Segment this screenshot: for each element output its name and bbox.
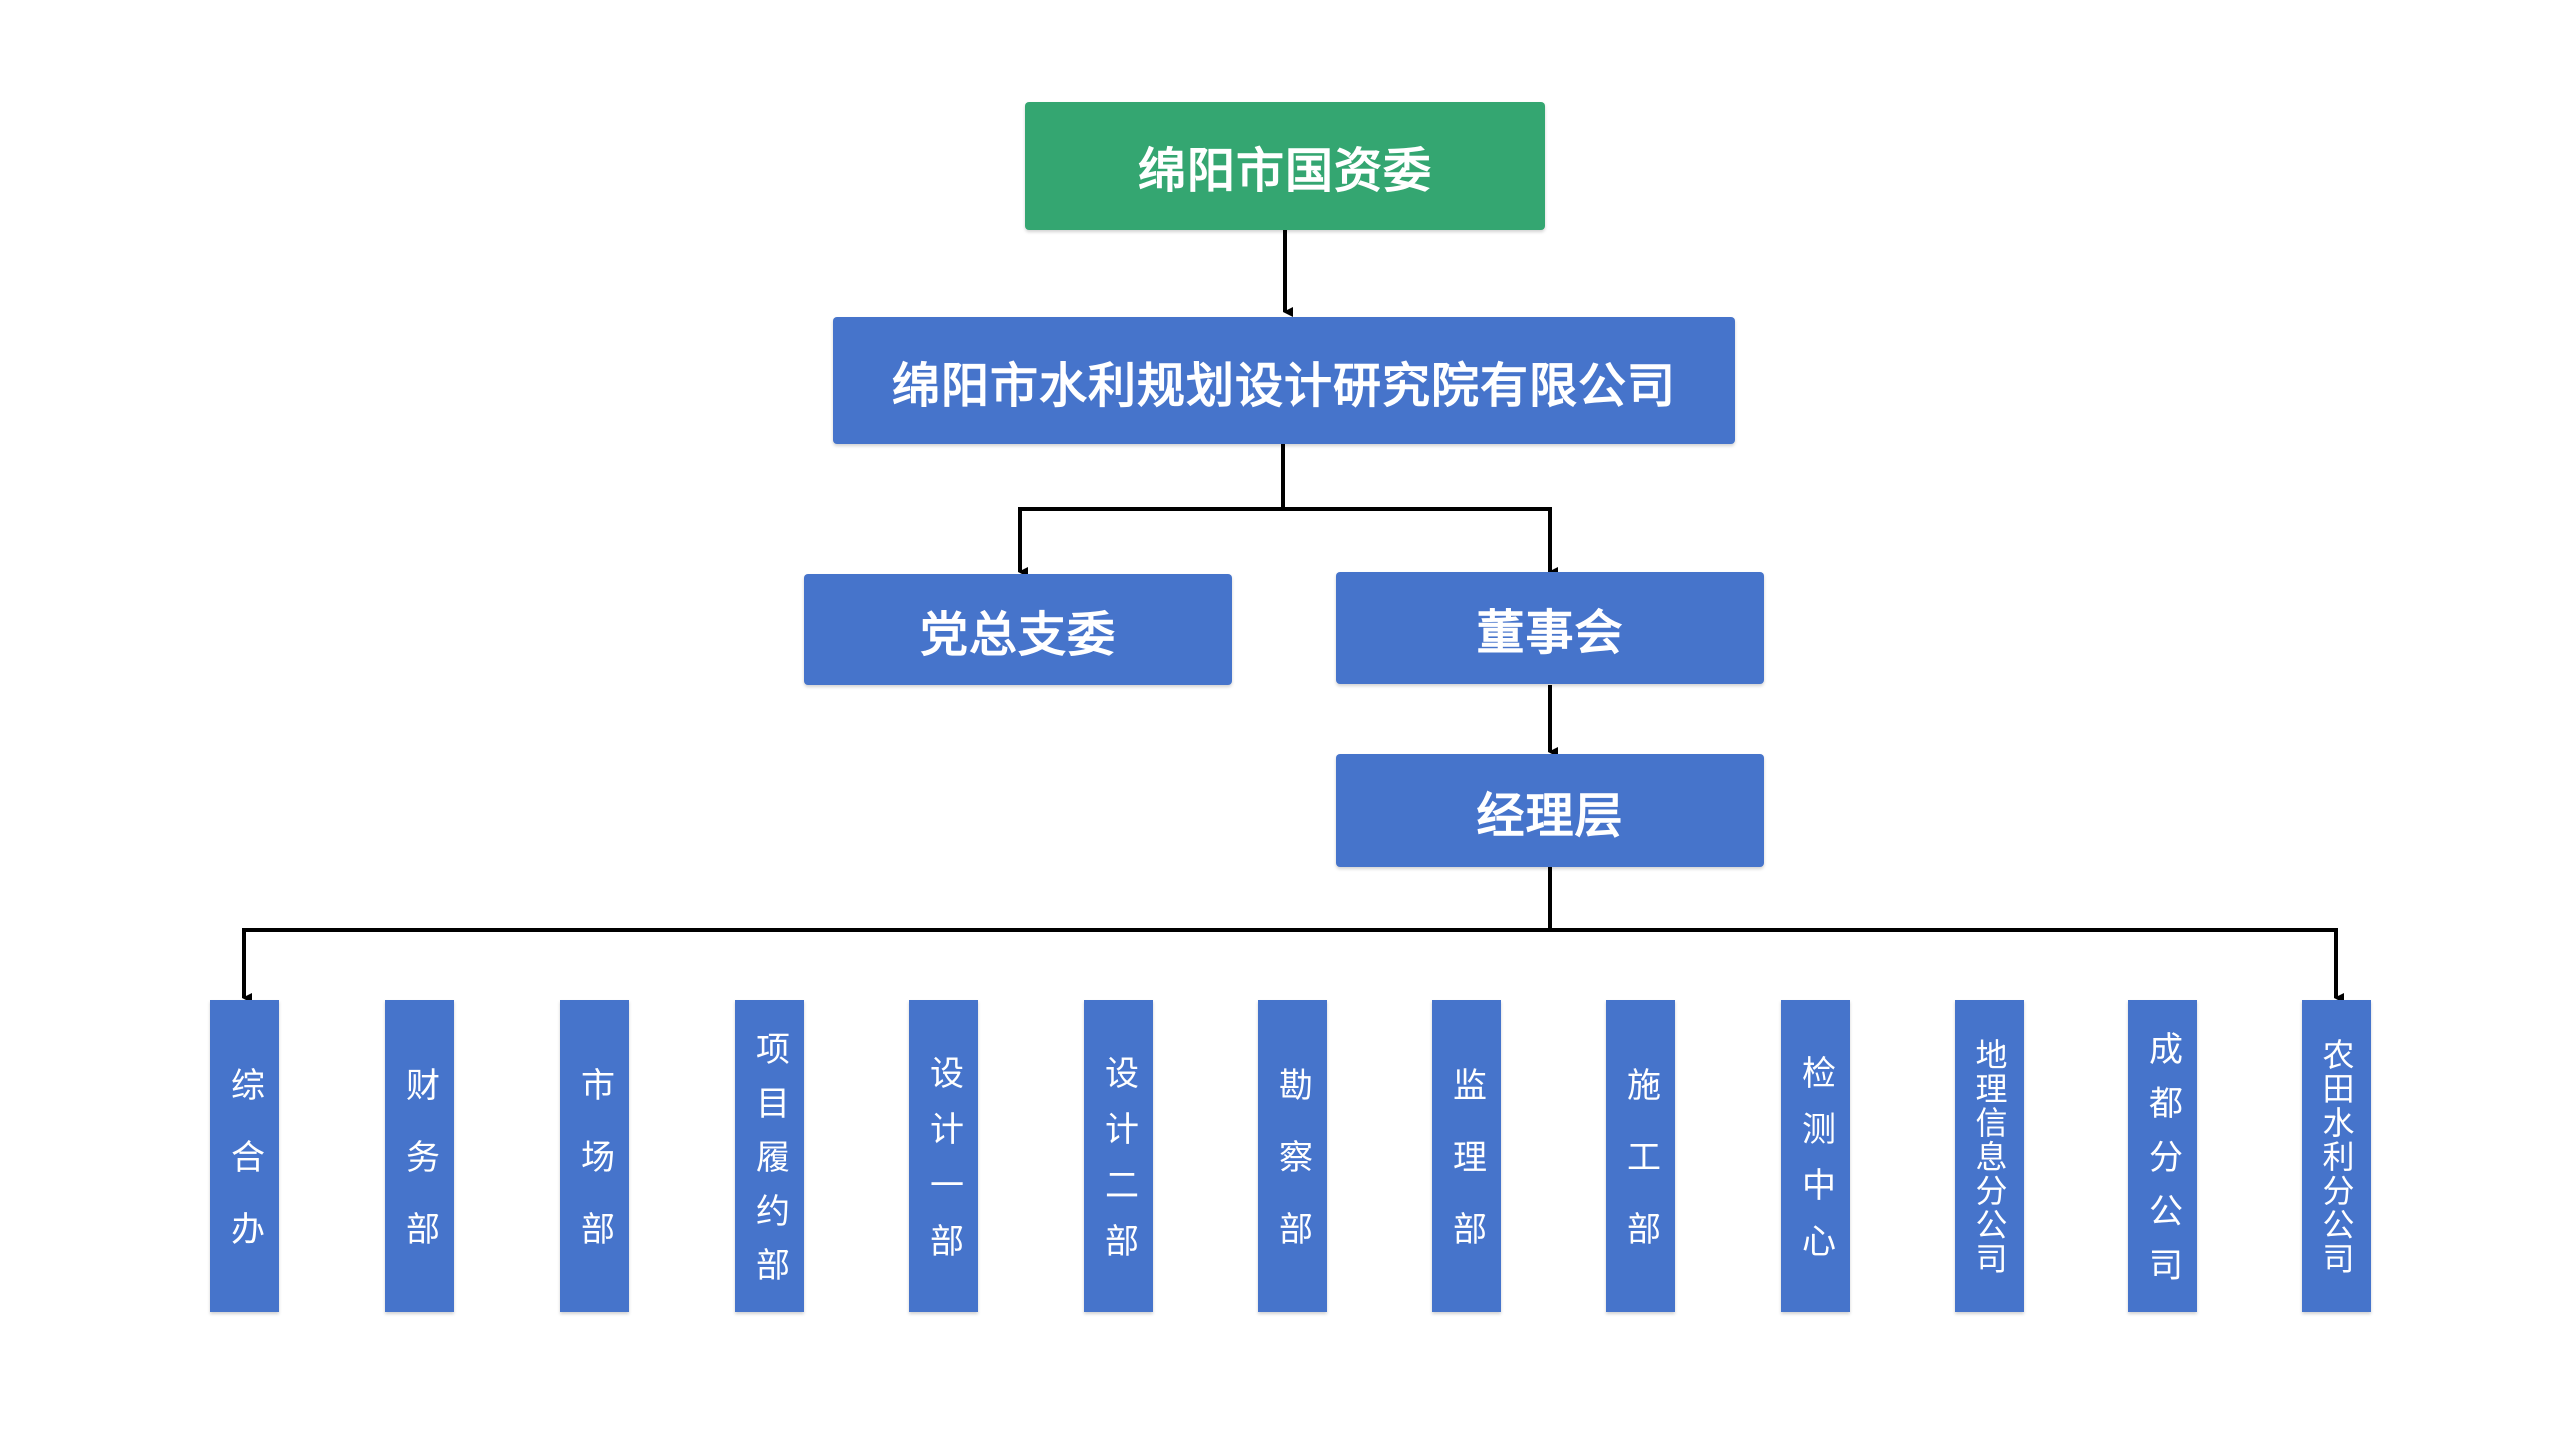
department-label: 市场部 [574, 1067, 615, 1283]
connector-department-left [242, 928, 1550, 1003]
management-box-label: 经理层 [1476, 787, 1624, 844]
board-box-label: 董事会 [1476, 605, 1624, 661]
connector-company-to-party [1018, 444, 1285, 577]
connector-department-right [1550, 928, 2344, 1003]
department-label: 财务部 [399, 1067, 440, 1283]
department-box: 施工部 [1606, 1000, 1675, 1312]
department-box: 检测中心 [1781, 1000, 1850, 1312]
department-label: 监理部 [1446, 1067, 1487, 1283]
connector-company-to-board [1283, 507, 1558, 577]
department-label: 设计一部 [923, 1055, 964, 1279]
party-box: 党总支委 [804, 574, 1232, 685]
department-label: 施工部 [1620, 1067, 1661, 1283]
department-box: 农田水利分公司 [2302, 1000, 2371, 1312]
department-box: 地理信息分公司 [1955, 1000, 2024, 1312]
department-box: 监理部 [1432, 1000, 1501, 1312]
company-box: 绵阳市水利规划设计研究院有限公司 [833, 317, 1735, 444]
department-box: 勘察部 [1258, 1000, 1327, 1312]
department-box: 设计二部 [1084, 1000, 1153, 1312]
department-box: 项目履约部 [735, 1000, 804, 1312]
department-label: 农田水利分公司 [2317, 1038, 2356, 1276]
party-box-label: 党总支委 [919, 606, 1116, 663]
top-box-label: 绵阳市国资委 [1137, 143, 1432, 199]
top-box: 绵阳市国资委 [1025, 102, 1545, 230]
department-label: 成都分公司 [2142, 1031, 2183, 1301]
department-box: 综合办 [210, 1000, 279, 1312]
department-label: 设计二部 [1098, 1055, 1139, 1279]
department-box: 设计一部 [909, 1000, 978, 1312]
department-label: 综合办 [224, 1067, 265, 1283]
department-label: 勘察部 [1272, 1067, 1313, 1283]
department-box: 市场部 [560, 1000, 629, 1312]
company-box-label: 绵阳市水利规划设计研究院有限公司 [891, 357, 1676, 414]
department-label: 项目履约部 [749, 1031, 790, 1301]
department-box: 成都分公司 [2128, 1000, 2197, 1312]
management-box: 经理层 [1336, 754, 1764, 867]
department-label: 地理信息分公司 [1970, 1038, 2009, 1276]
department-label: 检测中心 [1795, 1055, 1836, 1279]
department-box: 财务部 [385, 1000, 454, 1312]
board-box: 董事会 [1336, 572, 1764, 684]
